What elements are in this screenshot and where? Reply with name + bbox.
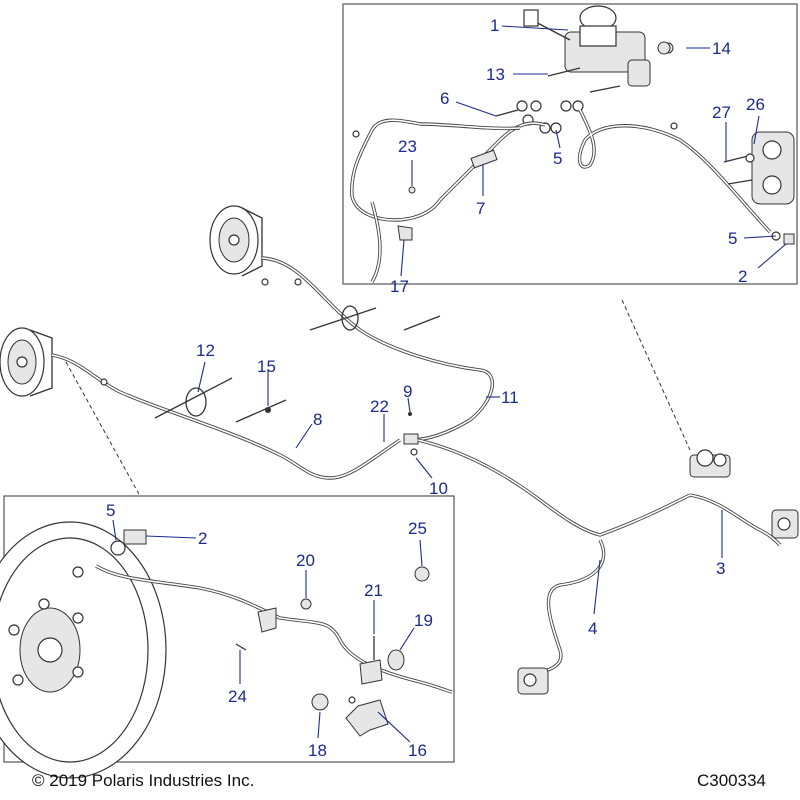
callout-24: 24 [228, 687, 247, 706]
callout-8: 8 [313, 410, 322, 429]
callout-5: 5 [553, 149, 562, 168]
callout-10: 10 [429, 479, 448, 498]
callout-3: 3 [716, 559, 725, 578]
callout-5c: 5 [106, 501, 115, 520]
rear-drum-detail [0, 521, 453, 779]
callout-21: 21 [364, 581, 383, 600]
master-cylinder-small [689, 449, 731, 478]
rear-left-brake-drum [0, 327, 53, 397]
callout-27: 27 [712, 103, 731, 122]
callout-26: 26 [746, 95, 765, 114]
callout-11: 11 [501, 388, 519, 407]
diagram-code: C300334 [697, 771, 766, 790]
rear-right-brake-drum [209, 205, 263, 277]
callout-12: 12 [196, 341, 215, 360]
callout-17: 17 [390, 277, 409, 296]
callout-1: 1 [490, 16, 499, 35]
projection-line-front [621, 299, 691, 451]
callout-leaders [112, 25, 787, 743]
callout-7: 7 [476, 199, 485, 218]
callouts: 1 13 14 6 5 23 7 17 27 26 5 2 12 15 8 9 … [106, 16, 765, 760]
callout-19: 19 [414, 611, 433, 630]
callout-22: 22 [370, 397, 389, 416]
callout-15: 15 [257, 357, 276, 376]
callout-5b: 5 [728, 229, 737, 248]
callout-20: 20 [296, 551, 315, 570]
front-right-caliper [771, 509, 799, 539]
clamp-rear-upper [309, 305, 441, 331]
callout-6: 6 [440, 89, 449, 108]
master-cylinder-detail [350, 5, 795, 283]
master-cylinder-detail-box [342, 3, 798, 285]
front-left-caliper [517, 667, 549, 695]
copyright-notice: © 2019 Polaris Industries Inc. [32, 771, 254, 790]
callout-16: 16 [408, 741, 427, 760]
projection-line-rear [65, 361, 141, 497]
callout-25: 25 [408, 519, 427, 538]
clamp-12 [154, 377, 233, 419]
callout-2: 2 [738, 267, 747, 286]
callout-18: 18 [308, 741, 327, 760]
callout-2b: 2 [198, 529, 207, 548]
callout-4: 4 [588, 619, 597, 638]
clamp-15 [235, 399, 287, 423]
callout-14: 14 [712, 39, 731, 58]
callout-13: 13 [486, 65, 505, 84]
callout-9: 9 [403, 382, 412, 401]
callout-23: 23 [398, 137, 417, 156]
